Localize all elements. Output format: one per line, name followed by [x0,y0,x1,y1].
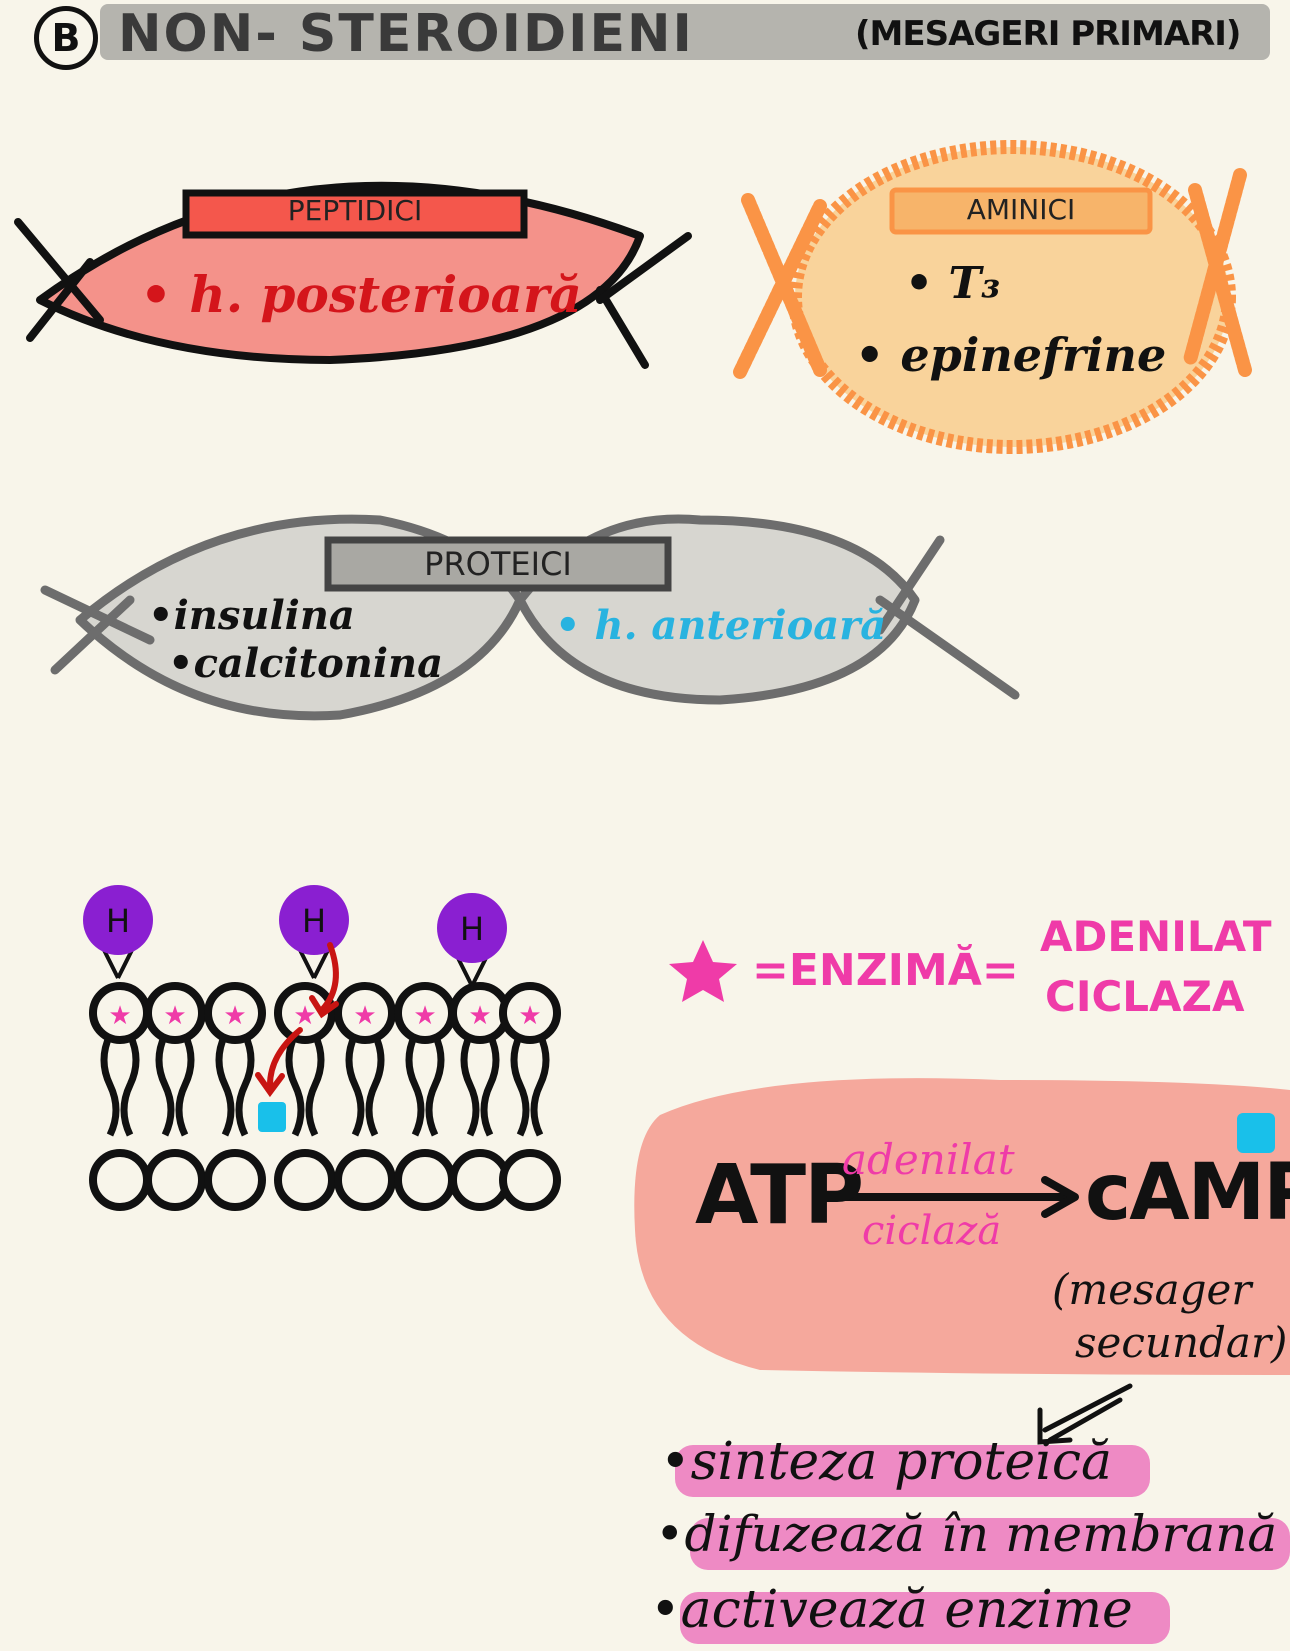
activation-arrow-head [255,1072,285,1098]
effect-item: •activează enzime [650,1580,1133,1640]
lipid-head [204,982,266,1044]
reaction-note-line1: (mesager [1052,1265,1252,1314]
activation-arrow-head [309,995,339,1019]
legend-enzyme-line2: CICLAZA [1045,972,1245,1021]
lipid-head [334,1149,396,1211]
page-subtitle: (MESAGERI PRIMARI) [855,14,1241,54]
legend-equals-enzyme: =ENZIMĂ= [752,945,1019,996]
activation-arrow [267,1027,303,1088]
lipid-tail [405,1033,425,1137]
lipid-tail [175,1033,195,1137]
enzyme-star-icon [669,940,737,1002]
lipid-tail [155,1033,175,1137]
aminici-label: AMINICI [966,193,1076,226]
effect-highlight [675,1445,1150,1497]
hormone-icon [83,885,153,955]
receptor-star-icon: ★ [413,1001,436,1031]
receptor-star-icon: ★ [293,1001,316,1031]
lipid-head [449,1149,511,1211]
peptidici-item: • h. posterioară [140,265,582,324]
peptidici-label: PEPTIDICI [287,194,423,227]
reaction-enzyme-bottom: ciclază [862,1208,1002,1254]
title-highlight [100,4,1270,60]
lipid-tail [305,1033,325,1137]
lipid-tail [425,1033,445,1137]
lipid-tail [365,1033,385,1137]
lipid-tail [530,1033,550,1137]
lipid-head [144,1149,206,1211]
aminici-shape [733,140,1252,454]
receptor-star-icon: ★ [108,1001,131,1031]
lipid-tail [235,1033,255,1137]
reaction-enzyme-top: adenilat [842,1135,1015,1184]
lipid-tail [120,1033,140,1137]
hormone-label: H [460,910,484,948]
lipid-head [144,982,206,1044]
receptor-star-icon: ★ [518,1001,541,1031]
lipid-head [89,1149,151,1211]
hormone-label: H [302,902,326,940]
legend-enzyme-line1: ADENILAT [1040,912,1272,961]
hormone-link [102,949,120,979]
receptor-star-icon: ★ [163,1001,186,1031]
hormone-link [456,957,474,987]
lipid-tail [285,1033,305,1137]
page-title: NON- STEROIDIENI [118,4,694,64]
lipid-head [274,1149,336,1211]
lipid-tail [510,1033,530,1137]
effect-highlight [680,1592,1170,1644]
lipid-head [499,1149,561,1211]
lipid-tail [215,1033,235,1137]
lipid-head [394,1149,456,1211]
proteici-shape [40,514,1020,721]
activation-arrow [319,942,339,1013]
reaction-arrow [841,1176,1079,1218]
hormone-label: H [106,902,130,940]
lipid-tail [480,1033,500,1137]
reaction-product: cAMP [1085,1148,1290,1238]
hormone-link [312,949,330,979]
reaction-substrate: ATP [695,1148,864,1243]
peptidici-shape [14,181,692,369]
receptor-star-icon: ★ [468,1001,491,1031]
camp-icon [1237,1113,1275,1153]
reaction-note-line2: secundar) [1075,1318,1288,1367]
receptor-star-icon: ★ [353,1001,376,1031]
effect-item: •sinteza proteică [660,1432,1112,1492]
hormone-icon [279,885,349,955]
proteici-item-calcitonina: •calcitonina [168,640,444,687]
camp-icon [258,1102,286,1132]
aminici-item-t3: • T₃ [905,258,1001,309]
hormone-link [298,949,316,979]
proteici-label: PROTEICI [424,545,572,583]
hormone-link [470,957,488,987]
lipid-tail [100,1033,120,1137]
hormone-link [116,949,134,979]
lipid-head [274,982,336,1044]
effect-item: •difuzează în membrană [655,1505,1278,1563]
aminici-item-epinefrine: • epinefrine [855,328,1167,382]
lipid-head [204,1149,266,1211]
hormone-icon [437,893,507,963]
lipid-tail [345,1033,365,1137]
lipid-head [334,982,396,1044]
proteici-item-anterioara: • h. anterioară [555,602,887,649]
receptor-star-icon: ★ [223,1001,246,1031]
lipid-head [499,982,561,1044]
reaction-box [634,1078,1290,1375]
lipid-tail [460,1033,480,1137]
effects-arrow-icon [1037,1383,1133,1445]
effect-highlight [690,1518,1290,1570]
proteici-item-insulina: •insulina [148,592,355,639]
cell-membrane: ★ ★ ★ ★ ★ ★ ★ ★ H H H [83,885,561,1211]
section-badge: B [34,6,98,70]
